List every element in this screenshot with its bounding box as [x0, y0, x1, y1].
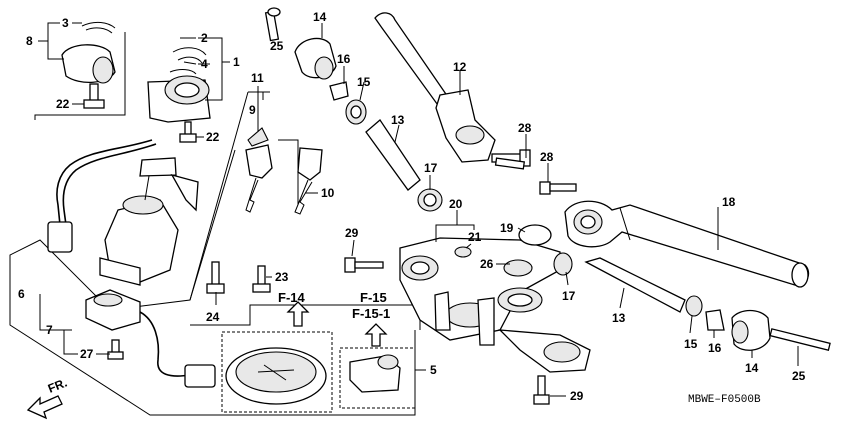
ignition-housing	[147, 47, 211, 123]
callout-22-top: 22	[56, 97, 70, 111]
ref-f14: F-14	[278, 290, 306, 305]
callout-25-top: 25	[270, 39, 284, 53]
callout-labels: 3 8 22 2 4 1 11 9 22 10 6 7 27 24 23 5 1…	[18, 10, 806, 406]
sensor-unit	[85, 289, 216, 388]
callout-19: 19	[500, 221, 514, 235]
callout-27: 27	[80, 347, 94, 361]
direction-label: FR.	[46, 376, 69, 396]
callout-14-top: 14	[313, 10, 327, 24]
switch-body	[99, 157, 199, 286]
callout-13-bottom: 13	[612, 311, 626, 325]
right-damper-parts	[553, 252, 831, 351]
top-bridge	[399, 237, 591, 373]
callout-3: 3	[62, 16, 69, 30]
key-set	[245, 127, 323, 215]
callout-24: 24	[206, 310, 220, 324]
callout-23: 23	[275, 270, 289, 284]
callout-17-bottom: 17	[562, 289, 576, 303]
callout-25-bottom: 25	[792, 369, 806, 383]
callout-20: 20	[449, 197, 463, 211]
callout-28-top: 28	[518, 121, 532, 135]
front-arrow	[26, 395, 63, 420]
callout-5: 5	[430, 363, 437, 377]
diagram-code: MBWE–F0500B	[688, 394, 761, 406]
callout-22-mid: 22	[206, 130, 220, 144]
top-bolt-25	[264, 7, 281, 42]
lock-set-outline	[9, 32, 421, 416]
ref-f15: F-15	[360, 290, 387, 305]
callout-26: 26	[480, 257, 494, 271]
callout-17-top: 17	[424, 161, 438, 175]
callout-6: 6	[18, 287, 25, 301]
callout-10: 10	[321, 186, 335, 200]
callout-2: 2	[201, 31, 208, 45]
callout-28-mid: 28	[540, 150, 554, 164]
clamp-bolts	[494, 157, 577, 246]
callout-15-top: 15	[357, 75, 371, 89]
callout-11: 11	[251, 71, 264, 85]
ref-f15-1: F-15-1	[352, 306, 390, 321]
callout-15-bottom: 15	[684, 337, 698, 351]
callout-14-bottom: 14	[745, 361, 759, 375]
wire-harness	[47, 139, 157, 253]
callout-16-top: 16	[337, 52, 351, 66]
leader-lines	[38, 22, 799, 397]
callout-9: 9	[249, 103, 256, 117]
callout-4: 4	[201, 57, 208, 71]
callout-1: 1	[233, 55, 240, 69]
damper-parts	[329, 81, 443, 212]
callout-12: 12	[453, 60, 467, 74]
callout-29-left: 29	[345, 226, 359, 240]
cylinder-cap	[61, 21, 116, 84]
callout-18: 18	[722, 195, 736, 209]
left-handlebar	[374, 12, 531, 167]
callout-7: 7	[46, 323, 53, 337]
callout-21: 21	[468, 230, 482, 244]
right-handlebar	[564, 200, 810, 288]
bridge-bolts	[344, 257, 550, 405]
callout-8: 8	[26, 34, 33, 48]
callout-29-bottom: 29	[570, 389, 584, 403]
callout-16-bottom: 16	[708, 341, 722, 355]
bolts	[83, 83, 271, 360]
bar-end-weight	[294, 37, 337, 80]
callout-13-top: 13	[391, 113, 405, 127]
keyless-unit-box	[221, 301, 416, 413]
